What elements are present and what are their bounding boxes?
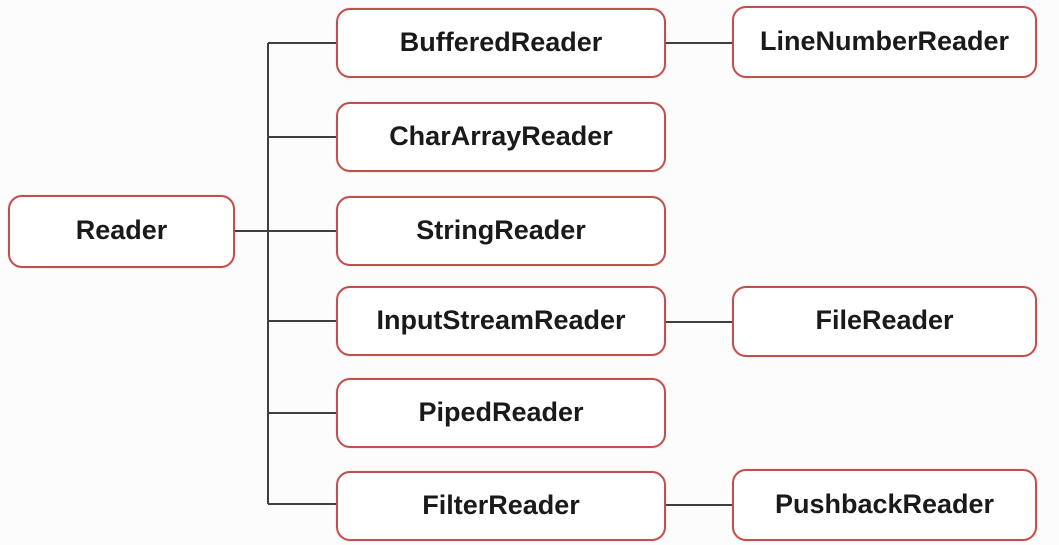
- node-label-linenumberreader: LineNumberReader: [759, 25, 1010, 56]
- node-filterreader: FilterReader: [336, 471, 666, 541]
- node-label-stringreader: StringReader: [416, 214, 586, 245]
- node-bufferedreader: BufferedReader: [336, 8, 666, 78]
- node-stringreader: StringReader: [336, 196, 666, 266]
- node-pipedreader: PipedReader: [336, 378, 666, 448]
- node-chararrayreader: CharArrayReader: [336, 102, 666, 172]
- node-label-filereader: FileReader: [815, 305, 954, 335]
- node-label-filterreader: FilterReader: [422, 489, 580, 520]
- node-label-pushbackreader: PushbackReader: [774, 488, 995, 519]
- node-label-inputstreamreader: InputStreamReader: [376, 304, 626, 335]
- node-pushbackreader: PushbackReader: [732, 469, 1037, 541]
- node-filereader: FileReader: [732, 286, 1037, 357]
- node-inputstreamreader: InputStreamReader: [336, 286, 666, 356]
- node-label-bufferedreader: BufferedReader: [399, 26, 603, 57]
- node-linenumberreader: LineNumberReader: [732, 6, 1037, 78]
- node-label-pipedreader: PipedReader: [418, 396, 584, 427]
- node-label-chararrayreader: CharArrayReader: [389, 120, 613, 151]
- node-reader: Reader: [8, 195, 235, 268]
- node-label-reader: Reader: [75, 215, 168, 245]
